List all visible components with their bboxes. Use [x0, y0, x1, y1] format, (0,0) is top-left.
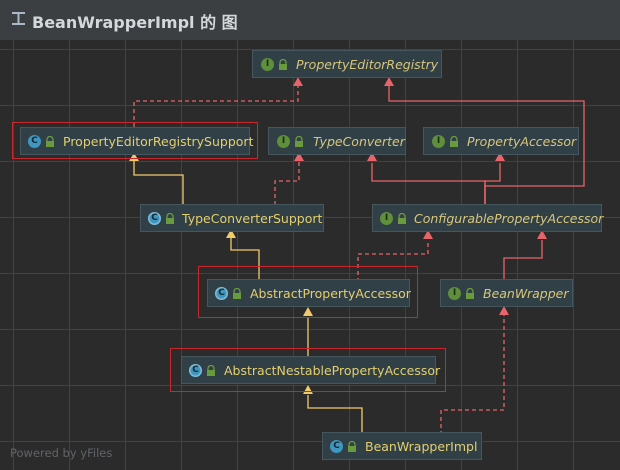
- lock-icon: [279, 59, 287, 70]
- node-property-editor-registry-support[interactable]: C PropertyEditorRegistrySupport: [20, 127, 254, 155]
- interface-icon: I: [277, 135, 290, 148]
- node-label: AbstractNestablePropertyAccessor: [224, 363, 441, 378]
- node-bean-wrapper-impl[interactable]: C BeanWrapperImpl: [322, 432, 482, 460]
- diagram-icon: [12, 12, 25, 25]
- node-abstract-property-accessor[interactable]: C AbstractPropertyAccessor: [207, 279, 411, 307]
- lock-icon: [450, 136, 458, 147]
- node-label: ConfigurablePropertyAccessor: [414, 211, 604, 226]
- lock-icon: [46, 136, 54, 147]
- node-label: TypeConverter: [313, 134, 405, 149]
- highlight-box-abstract-nestable: [170, 348, 446, 392]
- node-type-converter[interactable]: I TypeConverter: [268, 127, 406, 155]
- node-type-converter-support[interactable]: C TypeConverterSupport: [140, 204, 324, 232]
- lock-icon: [207, 365, 215, 376]
- node-label: BeanWrapper: [483, 286, 569, 301]
- abstract-class-icon: C: [215, 287, 228, 300]
- highlight-box-abstract-property-accessor: [198, 266, 418, 318]
- lock-icon: [348, 441, 356, 452]
- abstract-class-icon: C: [148, 212, 161, 225]
- node-property-accessor[interactable]: I PropertyAccessor: [423, 127, 579, 155]
- node-label: AbstractPropertyAccessor: [250, 286, 411, 301]
- diagram-canvas[interactable]: [0, 40, 620, 470]
- lock-icon: [466, 288, 474, 299]
- class-icon: C: [330, 440, 343, 453]
- diagram-title-bar: BeanWrapperImpl 的 图: [0, 0, 620, 40]
- class-icon: C: [28, 135, 41, 148]
- node-label: TypeConverterSupport: [182, 211, 323, 226]
- diagram-title: BeanWrapperImpl 的 图: [32, 13, 238, 32]
- lock-icon: [295, 136, 303, 147]
- node-label: PropertyEditorRegistry: [296, 57, 439, 72]
- interface-icon: I: [261, 58, 274, 71]
- node-configurable-property-accessor[interactable]: I ConfigurablePropertyAccessor: [372, 204, 604, 232]
- node-label: PropertyAccessor: [467, 134, 577, 149]
- node-label: PropertyEditorRegistrySupport: [63, 134, 254, 149]
- node-label: BeanWrapperImpl: [365, 439, 478, 454]
- footer-credit: Powered by yFiles: [10, 446, 113, 460]
- interface-icon: I: [380, 212, 393, 225]
- interface-icon: I: [448, 287, 461, 300]
- abstract-class-icon: C: [189, 364, 202, 377]
- lock-icon: [233, 288, 241, 299]
- node-property-editor-registry[interactable]: I PropertyEditorRegistry: [252, 50, 442, 78]
- highlight-box-registry-support: [12, 122, 258, 159]
- interface-icon: I: [432, 135, 445, 148]
- lock-icon: [166, 213, 174, 224]
- node-abstract-nestable-property-accessor[interactable]: C AbstractNestablePropertyAccessor: [181, 356, 440, 384]
- lock-icon: [398, 213, 406, 224]
- node-bean-wrapper[interactable]: I BeanWrapper: [440, 279, 573, 307]
